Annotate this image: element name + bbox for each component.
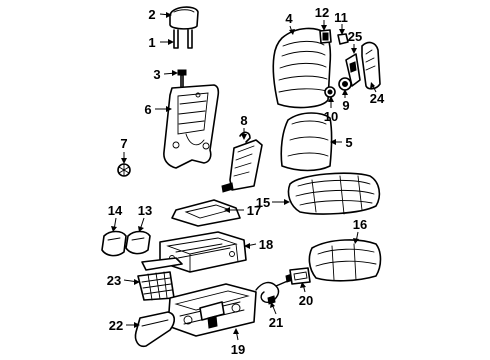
callout-17: 17 [247, 203, 261, 218]
callout-1: 1 [148, 35, 155, 50]
callout-20: 20 [299, 293, 313, 308]
part-seat-switch [289, 267, 311, 285]
callout-8: 8 [240, 113, 247, 128]
callout-7: 7 [120, 136, 127, 151]
callout-23: 23 [107, 273, 121, 288]
part-seat-pan [171, 199, 241, 227]
callout-12: 12 [315, 5, 329, 20]
part-side-trim [361, 41, 381, 90]
part-seat-cushion [287, 172, 381, 215]
part-bolt [177, 69, 187, 89]
callout-21: 21 [269, 315, 283, 330]
callout-16: 16 [353, 217, 367, 232]
callout-3: 3 [153, 67, 160, 82]
callout-4: 4 [285, 11, 293, 26]
callout-11: 11 [334, 10, 348, 25]
part-lumbar-mechanism [221, 131, 263, 193]
callout-25: 25 [348, 29, 362, 44]
part-side-shield-14 [101, 230, 127, 257]
callout-5: 5 [345, 135, 352, 150]
part-side-shield-13 [125, 230, 151, 255]
part-headrest [169, 6, 199, 30]
part-seatback-frame [163, 84, 220, 169]
part-recliner-knob [117, 163, 131, 177]
part-knob-9 [338, 77, 352, 91]
callout-10: 10 [324, 109, 338, 124]
callout-labels: 2 1 3 6 7 8 4 12 11 25 24 9 10 5 15 16 1… [107, 5, 385, 357]
callout-9: 9 [342, 98, 349, 113]
part-seat-support [137, 257, 183, 301]
part-clip-11 [337, 33, 349, 45]
callout-2: 2 [148, 7, 155, 22]
part-seat-frame [159, 231, 247, 273]
callout-15: 15 [256, 195, 270, 210]
callout-22: 22 [109, 318, 123, 333]
callout-6: 6 [144, 102, 151, 117]
callout-14: 14 [108, 203, 123, 218]
part-seatback-pad [280, 112, 333, 172]
part-seat-track [167, 283, 257, 337]
part-bezel-25 [345, 53, 361, 87]
callout-13: 13 [138, 203, 152, 218]
part-seatback-cover [272, 27, 332, 109]
callout-24: 24 [370, 91, 385, 106]
part-cushion-pad [308, 239, 382, 282]
callout-18: 18 [259, 237, 273, 252]
part-wire-harness [255, 273, 294, 305]
callout-19: 19 [231, 342, 245, 357]
leader-lines [111, 12, 377, 341]
part-knob-10 [324, 86, 336, 98]
part-headrest-guides [173, 29, 193, 49]
part-switch-12 [319, 29, 332, 44]
part-front-trim [134, 311, 176, 348]
